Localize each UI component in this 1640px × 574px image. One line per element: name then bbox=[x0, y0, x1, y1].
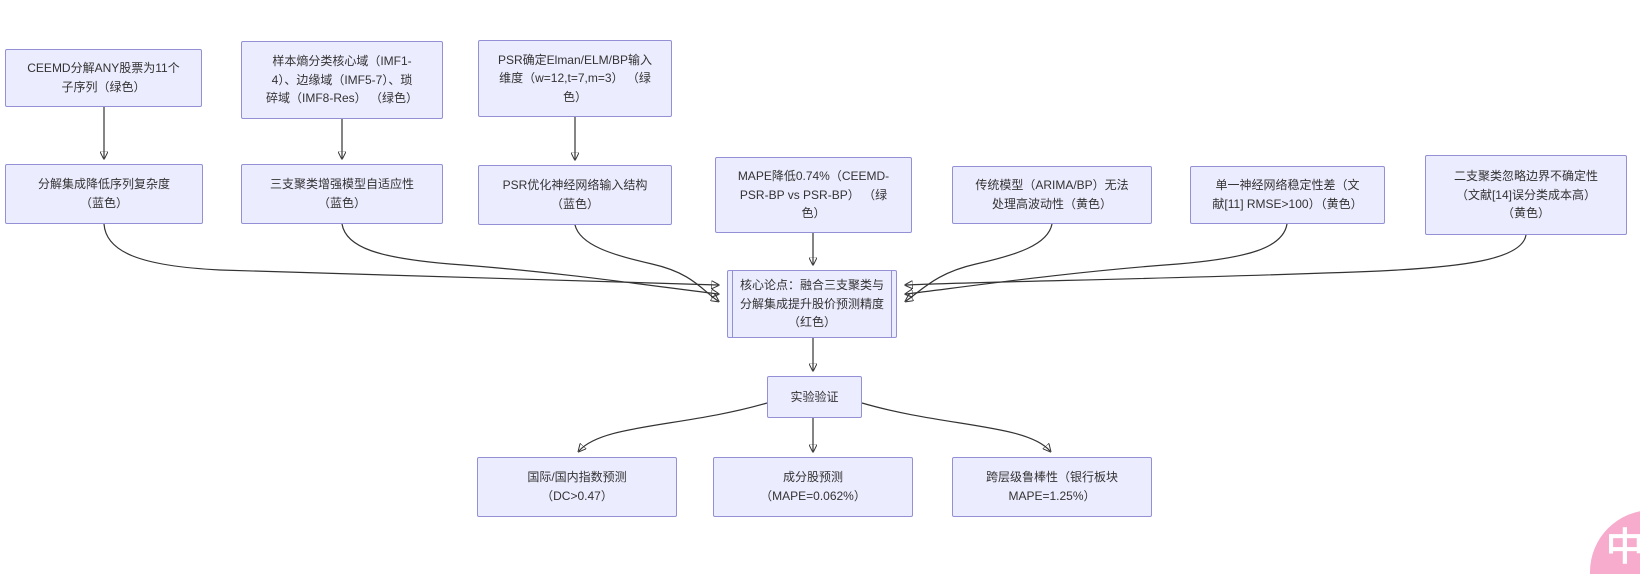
edge-b3-core bbox=[574, 224, 718, 301]
node-label: PSR优化神经网络输入结构 （蓝色） bbox=[502, 178, 648, 211]
node-sample-entropy: 样本熵分类核心域（IMF1- 4）、边缘域（IMF5-7）、琐 碎域（IMF8-… bbox=[241, 41, 443, 119]
node-label: 分解集成降低序列复杂度 （蓝色） bbox=[37, 177, 170, 210]
node-label: 国际/国内指数预测 （DC>0.47） bbox=[527, 470, 627, 503]
node-label: CEEMD分解ANY股票为11个 子序列（绿色） bbox=[27, 61, 180, 94]
edge-b6-core bbox=[906, 223, 1288, 294]
node-label: 三支聚类增强模型自适应性 （蓝色） bbox=[269, 177, 414, 210]
node-label: 核心论点：融合三支聚类与 分解集成提升股价预测精度 （红色） bbox=[739, 278, 884, 330]
node-label: 二支聚类忽略边界不确定性 （文献[14]误分类成本高） （黄色） bbox=[1453, 169, 1598, 221]
edge-b2-core bbox=[341, 223, 718, 294]
edge-b1-core bbox=[103, 223, 718, 285]
node-constituent-prediction: 成分股预测 （MAPE=0.062%） bbox=[713, 457, 913, 517]
node-label: 传统模型（ARIMA/BP）无法 处理高波动性（黄色） bbox=[975, 178, 1129, 211]
node-two-way-limit: 二支聚类忽略边界不确定性 （文献[14]误分类成本高） （黄色） bbox=[1425, 155, 1627, 235]
node-label: 成分股预测 （MAPE=0.062%） bbox=[760, 470, 866, 503]
node-core-thesis: 核心论点：融合三支聚类与 分解集成提升股价预测精度 （红色） bbox=[727, 270, 897, 338]
node-label: MAPE降低0.74%（CEEMD- PSR-BP vs PSR-BP） （绿 … bbox=[737, 169, 890, 221]
translate-button[interactable]: 中A bbox=[1590, 510, 1640, 574]
node-index-prediction: 国际/国内指数预测 （DC>0.47） bbox=[477, 457, 677, 517]
subroutine-inner-border-left bbox=[732, 271, 733, 337]
edge-exp-c3 bbox=[861, 402, 1050, 451]
node-traditional-limit: 传统模型（ARIMA/BP）无法 处理高波动性（黄色） bbox=[952, 166, 1152, 224]
node-ceemd-decompose: CEEMD分解ANY股票为11个 子序列（绿色） bbox=[5, 49, 202, 107]
node-psr-dimension: PSR确定Elman/ELM/BP输入 维度（w=12,t=7,m=3） （绿 … bbox=[478, 40, 672, 117]
node-mape-improvement: MAPE降低0.74%（CEEMD- PSR-BP vs PSR-BP） （绿 … bbox=[715, 157, 912, 233]
edge-exp-c1 bbox=[579, 402, 768, 451]
node-label: 实验验证 bbox=[790, 389, 839, 404]
node-label: PSR确定Elman/ELM/BP输入 维度（w=12,t=7,m=3） （绿 … bbox=[497, 52, 653, 104]
node-psr-benefit: PSR优化神经网络输入结构 （蓝色） bbox=[478, 165, 672, 225]
edge-b5-core bbox=[906, 223, 1053, 301]
node-robustness: 跨层级鲁棒性（银行板块 MAPE=1.25%） bbox=[952, 457, 1152, 517]
translate-button-label: 中A bbox=[1606, 527, 1640, 569]
node-label: 单一神经网络稳定性差（文 献[11] RMSE>100）（黄色） bbox=[1212, 178, 1363, 211]
node-single-nn-limit: 单一神经网络稳定性差（文 献[11] RMSE>100）（黄色） bbox=[1190, 166, 1385, 224]
node-decompose-benefit: 分解集成降低序列复杂度 （蓝色） bbox=[5, 164, 203, 224]
edge-b7-core bbox=[906, 234, 1527, 285]
node-label: 跨层级鲁棒性（银行板块 MAPE=1.25%） bbox=[985, 470, 1118, 503]
subroutine-inner-border-right bbox=[891, 271, 892, 337]
node-label: 样本熵分类核心域（IMF1- 4）、边缘域（IMF5-7）、琐 碎域（IMF8-… bbox=[265, 54, 418, 106]
node-experiment-validation: 实验验证 bbox=[767, 376, 862, 418]
node-three-way-benefit: 三支聚类增强模型自适应性 （蓝色） bbox=[241, 164, 443, 224]
